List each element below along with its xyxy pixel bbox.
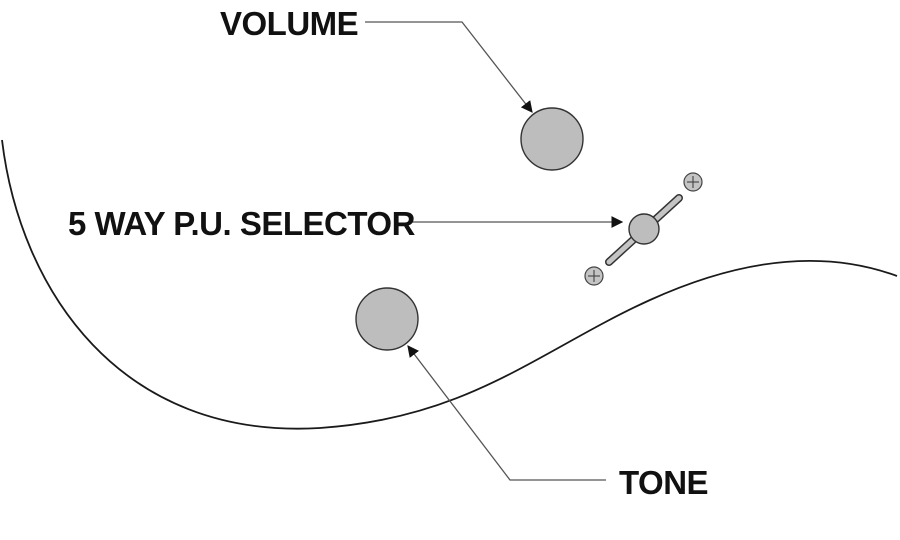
volume-knob <box>520 107 584 171</box>
selector-label: 5 WAY P.U. SELECTOR <box>68 205 416 242</box>
guitar-body-outline <box>1 139 898 430</box>
selector-tip <box>628 213 660 245</box>
tone-knob <box>355 287 419 351</box>
tone-label: TONE <box>619 464 708 501</box>
volume-label: VOLUME <box>220 5 358 42</box>
selector-screw-top <box>683 172 703 192</box>
selector-screw-bottom <box>584 266 604 286</box>
pickup-selector-switch <box>605 194 683 266</box>
volume-leader-arrow <box>365 21 533 113</box>
tone-leader-arrow <box>407 345 606 481</box>
